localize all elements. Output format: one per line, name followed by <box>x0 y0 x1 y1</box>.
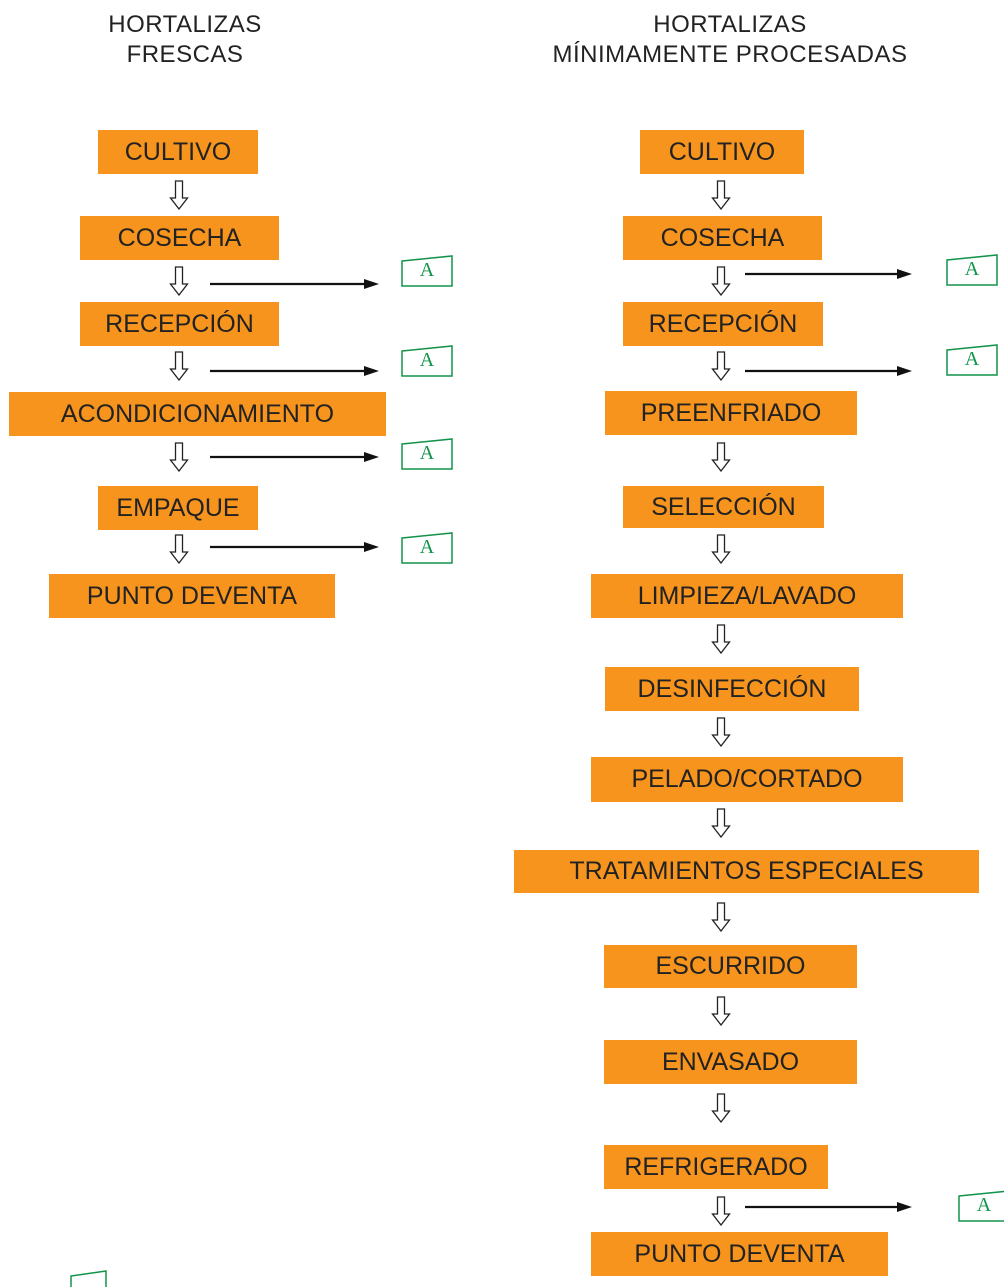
down-arrow-icon <box>711 996 731 1026</box>
right-step-desinfeccion: DESINFECCIÓN <box>605 667 859 711</box>
down-arrow-icon <box>711 1093 731 1123</box>
down-arrow-icon <box>169 266 189 296</box>
left-column-title: HORTALIZAS FRESCAS <box>60 10 310 70</box>
right-step-cosecha: COSECHA <box>623 216 822 260</box>
marker-a: A <box>401 532 453 564</box>
down-arrow-icon <box>711 624 731 654</box>
marker-a-label: A <box>976 1194 992 1216</box>
right-step-tratamientos-especiales: TRATAMIENTOS ESPECIALES <box>514 850 979 893</box>
marker-a-label: A <box>419 259 435 281</box>
down-arrow-icon <box>169 180 189 210</box>
right-step-escurrido: ESCURRIDO <box>604 945 857 988</box>
down-arrow-icon <box>711 808 731 838</box>
right-arrow-icon <box>210 452 379 462</box>
right-column-title: HORTALIZAS MÍNIMAMENTE PROCESADAS <box>520 10 940 70</box>
right-step-seleccion: SELECCIÓN <box>623 486 824 528</box>
down-arrow-icon <box>169 442 189 472</box>
marker-a: A <box>401 345 453 377</box>
left-title-line2: FRESCAS <box>126 41 244 68</box>
down-arrow-icon <box>711 902 731 932</box>
right-step-limpieza-lavado: LIMPIEZA/LAVADO <box>591 574 903 618</box>
marker-a-label: A <box>419 442 435 464</box>
marker-a: A <box>946 344 998 376</box>
left-step-cosecha: COSECHA <box>80 216 279 260</box>
right-arrow-icon <box>745 269 912 279</box>
marker-a: A <box>946 254 998 286</box>
down-arrow-icon <box>711 180 731 210</box>
right-step-refrigerado: REFRIGERADO <box>604 1145 828 1189</box>
marker-a-label: A <box>419 536 435 558</box>
marker-a-label: A <box>964 258 980 280</box>
down-arrow-icon <box>711 1196 731 1226</box>
right-arrow-icon <box>745 366 912 376</box>
right-title-line2: MÍNIMAMENTE PROCESADAS <box>552 41 908 68</box>
right-arrow-icon <box>745 1202 912 1212</box>
left-step-recepcion: RECEPCIÓN <box>80 302 279 346</box>
marker-a: A <box>401 255 453 287</box>
down-arrow-icon <box>169 534 189 564</box>
right-step-punto-de-venta: PUNTO DEVENTA <box>591 1232 888 1276</box>
left-step-empaque: EMPAQUE <box>98 486 258 530</box>
marker-outline-fragment <box>70 1270 107 1287</box>
right-arrow-icon <box>210 366 379 376</box>
right-step-pelado-cortado: PELADO/CORTADO <box>591 757 903 802</box>
down-arrow-icon <box>711 717 731 747</box>
left-step-acondicionamiento: ACONDICIONAMIENTO <box>9 392 386 436</box>
down-arrow-icon <box>169 351 189 381</box>
right-arrow-icon <box>210 279 379 289</box>
marker-a-label: A <box>964 348 980 370</box>
right-arrow-icon <box>210 542 379 552</box>
marker-a: A <box>958 1190 1004 1222</box>
down-arrow-icon <box>711 266 731 296</box>
right-step-cultivo: CULTIVO <box>640 130 804 174</box>
down-arrow-icon <box>711 442 731 472</box>
left-title-line1: HORTALIZAS <box>108 11 262 38</box>
right-title-line1: HORTALIZAS <box>653 11 807 38</box>
down-arrow-icon <box>711 351 731 381</box>
marker-a-label: A <box>419 349 435 371</box>
down-arrow-icon <box>711 534 731 564</box>
left-step-punto-de-venta: PUNTO DEVENTA <box>49 574 335 618</box>
marker-a: A <box>401 438 453 470</box>
right-step-recepcion: RECEPCIÓN <box>623 302 823 346</box>
left-step-cultivo: CULTIVO <box>98 130 258 174</box>
right-step-envasado: ENVASADO <box>604 1040 857 1084</box>
right-step-preenfriado: PREENFRIADO <box>605 391 857 435</box>
